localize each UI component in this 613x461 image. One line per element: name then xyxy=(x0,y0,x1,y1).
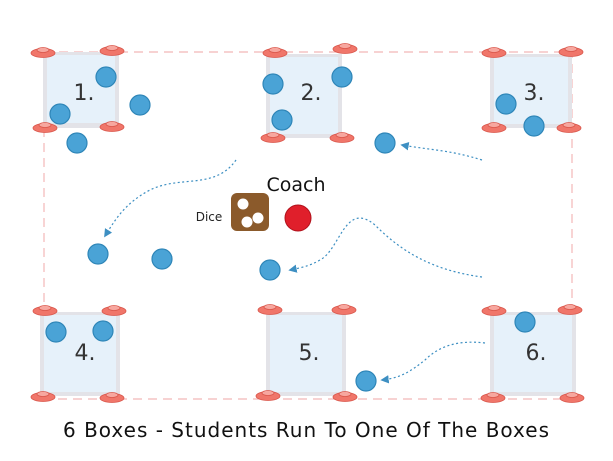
cone xyxy=(30,47,56,58)
player xyxy=(92,320,114,342)
cone xyxy=(32,305,58,316)
diagram-caption: 6 Boxes - Students Run To One Of The Box… xyxy=(63,418,550,442)
cone xyxy=(332,43,358,54)
arrow-to-left-player xyxy=(104,159,237,238)
player xyxy=(151,248,173,270)
arrow-to-center-player xyxy=(288,217,483,278)
cone xyxy=(556,122,582,133)
box-2-label: 2. xyxy=(301,81,322,106)
player xyxy=(129,94,151,116)
cone xyxy=(481,47,507,58)
field-boundary xyxy=(43,51,573,400)
cone xyxy=(331,304,357,315)
cone xyxy=(559,392,585,403)
player xyxy=(45,321,67,343)
cone xyxy=(99,45,125,56)
movement-arrows xyxy=(104,142,486,384)
box-6: 6. xyxy=(490,312,576,396)
player xyxy=(523,115,545,137)
cone xyxy=(481,305,507,316)
box-1-label: 1. xyxy=(74,81,95,106)
player xyxy=(262,73,284,95)
cone xyxy=(329,132,355,143)
cones xyxy=(30,43,585,403)
box-2: 2. xyxy=(266,54,342,138)
cone xyxy=(332,391,358,402)
cone xyxy=(558,46,584,57)
coach: Coach xyxy=(266,174,326,232)
coach-marker xyxy=(284,204,312,232)
cone xyxy=(260,132,286,143)
players xyxy=(45,66,545,392)
player xyxy=(87,243,109,265)
cone xyxy=(32,122,58,133)
player xyxy=(514,311,536,333)
player xyxy=(259,259,281,281)
arrow-to-bottom-player xyxy=(380,341,486,384)
box-4-label: 4. xyxy=(75,341,96,366)
arrow-to-top-player xyxy=(400,142,483,161)
box-6-label: 6. xyxy=(526,341,547,366)
cone xyxy=(262,47,288,58)
cone xyxy=(99,121,125,132)
player xyxy=(495,93,517,115)
dice-label: Dice xyxy=(196,210,223,224)
player xyxy=(49,103,71,125)
player xyxy=(95,66,117,88)
box-5-label: 5. xyxy=(299,341,320,366)
dice: Dice xyxy=(196,193,269,231)
cone xyxy=(557,304,583,315)
player xyxy=(331,66,353,88)
cone xyxy=(480,392,506,403)
cone xyxy=(30,391,56,402)
box-3-label: 3. xyxy=(524,81,545,106)
cone xyxy=(101,305,127,316)
player xyxy=(66,132,88,154)
cone xyxy=(257,304,283,315)
box-3: 3. xyxy=(490,54,572,128)
cone xyxy=(481,122,507,133)
player xyxy=(355,370,377,392)
cone xyxy=(255,390,281,401)
coach-label: Coach xyxy=(266,174,325,196)
player xyxy=(271,109,293,131)
cone xyxy=(99,392,125,403)
box-5: 5. xyxy=(266,312,346,396)
player xyxy=(374,132,396,154)
